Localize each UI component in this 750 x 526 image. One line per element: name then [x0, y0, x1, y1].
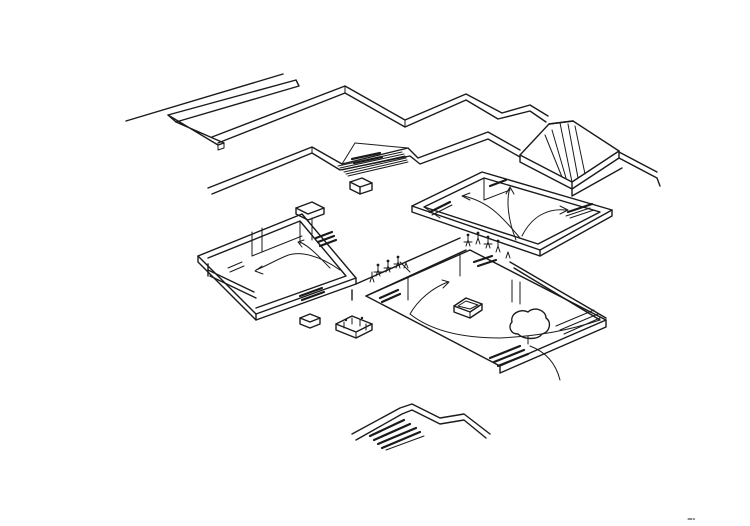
bottom-steps-fragment — [351, 403, 491, 451]
middle-wall-with-steps — [207, 131, 521, 195]
upper-zigzag-wall — [211, 85, 549, 144]
pyramid-pavilion — [519, 120, 661, 197]
connecting-corridor — [351, 231, 511, 301]
garden-courtyard — [365, 249, 607, 381]
right-courtyard — [411, 171, 613, 257]
corner-mark — [687, 518, 695, 520]
small-pavilion — [335, 315, 373, 339]
upper-left-wedge — [125, 73, 300, 151]
left-courtyard — [197, 201, 357, 329]
